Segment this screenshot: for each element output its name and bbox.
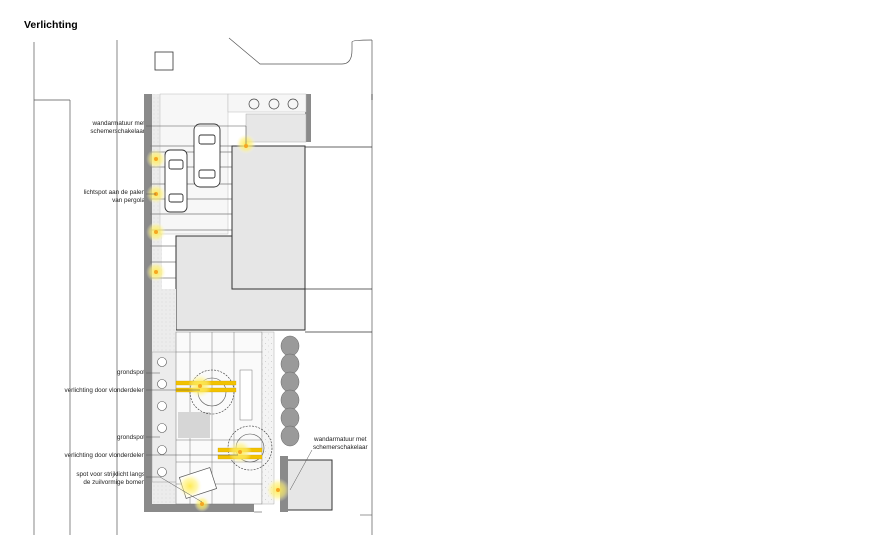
page-title: Verlichting (24, 19, 78, 31)
front-strip (152, 144, 162, 289)
manhole (154, 51, 174, 71)
light-points (154, 144, 280, 506)
column-tree-icon (280, 335, 300, 447)
tree-icon (248, 98, 299, 110)
leader-lines (146, 125, 313, 503)
building (175, 145, 306, 331)
car-icon (164, 123, 221, 213)
ground-spots (157, 357, 167, 477)
grey-bed (178, 412, 210, 438)
planter-mid (245, 113, 307, 143)
label-ground-spot-2: grondspot (116, 434, 145, 441)
planter-top (227, 93, 307, 113)
shed (283, 459, 333, 511)
gravel-path (261, 331, 275, 505)
label-deck-light-2: verlichting door vlonderdelen (64, 452, 145, 459)
context-lines (33, 37, 373, 535)
label-ground-spot-1: grondspot (116, 369, 145, 376)
label-deck-light-1: verlichting door vlonderdelen (64, 387, 145, 394)
garden-hedge-left (151, 351, 179, 483)
bench-top (239, 369, 253, 421)
